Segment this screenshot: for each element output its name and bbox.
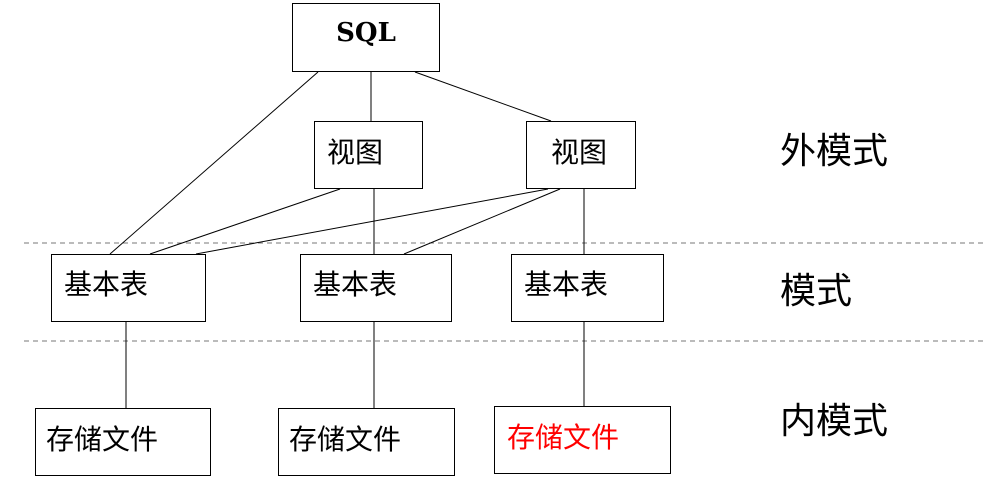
edge-view2-table2: [403, 188, 561, 255]
storage-file-label: 存储文件: [46, 423, 159, 456]
base-table-node-3: 基本表: [511, 254, 664, 322]
base-table-label: 基本表: [524, 268, 609, 301]
storage-file-node-2: 存储文件: [278, 408, 455, 476]
base-table-label: 基本表: [64, 268, 149, 301]
base-table-node-1: 基本表: [51, 254, 206, 322]
view-node-label: 视图: [327, 136, 384, 169]
sql-node-label: SQL: [336, 18, 396, 48]
edge-view2-table1: [195, 188, 549, 255]
edge-view1-table1: [149, 188, 341, 255]
edge-sql-view2: [414, 71, 552, 122]
storage-file-label: 存储文件: [289, 423, 402, 456]
base-table-node-2: 基本表: [300, 254, 452, 322]
edge-sql-table1: [109, 71, 319, 255]
storage-file-node-3: 存储文件: [494, 406, 671, 474]
sql-node: SQL: [292, 3, 440, 72]
view-node-label: 视图: [551, 136, 608, 169]
storage-file-label-highlighted: 存储文件: [507, 421, 620, 454]
view-node-1: 视图: [314, 121, 423, 189]
level-label-conceptual-schema: 模式: [780, 271, 853, 312]
level-label-external-schema: 外模式: [780, 131, 889, 172]
view-node-2: 视图: [526, 121, 636, 189]
storage-file-node-1: 存储文件: [35, 408, 211, 476]
base-table-label: 基本表: [313, 268, 398, 301]
level-label-internal-schema: 内模式: [780, 401, 889, 442]
